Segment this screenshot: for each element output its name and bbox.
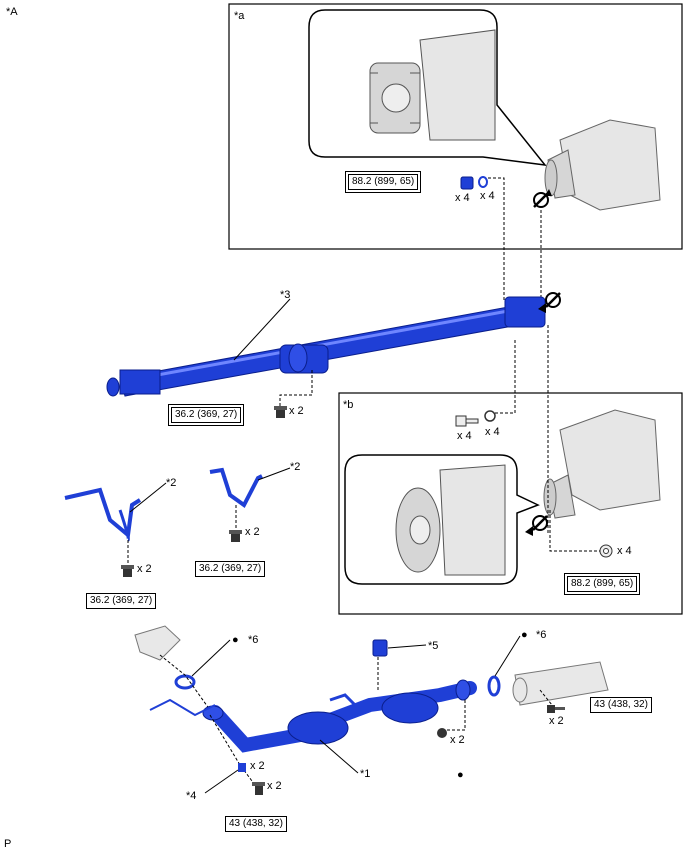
- alignment-mark-a: [533, 189, 552, 208]
- bracket-left-bolt: [121, 565, 134, 577]
- bracket-right-qty: x 2: [245, 526, 260, 538]
- detail-a-frame: [228, 3, 683, 250]
- washer-a: [478, 176, 488, 188]
- exhaust-bolt-left-qty: x 2: [267, 780, 282, 792]
- detail-b-frame: [338, 392, 683, 615]
- bolt-a: [460, 176, 474, 190]
- front-exhaust-pipe-art: [149, 679, 477, 753]
- detail-b-bolt-qty: x 4: [457, 430, 472, 442]
- differential-housing-b: [543, 409, 661, 519]
- bracket-left-art: [64, 487, 142, 542]
- bracket-right-torque: 36.2 (369, 27): [195, 561, 266, 577]
- propeller-shaft-torque: 36.2 (369, 27): [171, 407, 242, 423]
- exhaust-bolt-right: [547, 705, 565, 713]
- detail-b-washer-qty: x 4: [485, 426, 500, 438]
- footer-code: P: [4, 838, 12, 850]
- exhaust-bolt-right-qty: x 2: [549, 715, 564, 727]
- detail-a-bolt-qty: x 4: [455, 192, 470, 204]
- exhaust-nut-bullet: ●: [457, 769, 464, 781]
- compression-spring-4: [238, 763, 246, 772]
- center-bearing-bolt: [274, 406, 287, 418]
- manifold-flange: [134, 625, 181, 661]
- bracket-right-label: *2: [290, 461, 301, 473]
- figure-label: *A: [6, 6, 18, 18]
- detail-b-torque: 88.2 (899, 65): [567, 576, 638, 592]
- propeller-shaft-art: [106, 296, 546, 397]
- propeller-shaft-torque-box: 36.2 (369, 27): [168, 404, 245, 426]
- alignment-mark-shaft: [538, 292, 561, 313]
- bracket-right-art: [209, 467, 263, 508]
- detail-b-torque-box: 88.2 (899, 65): [564, 573, 641, 595]
- bracket-left-torque: 36.2 (369, 27): [86, 593, 157, 609]
- detail-a-torque: 88.2 (899, 65): [348, 174, 419, 190]
- exhaust-torque-right: 43 (438, 32): [590, 697, 652, 713]
- alignment-mark-b: [525, 515, 548, 536]
- tail-pipe: [512, 661, 609, 706]
- bracket-left-qty: x 2: [137, 563, 152, 575]
- bracket-left-label: *2: [166, 477, 177, 489]
- damper-5: [372, 639, 388, 657]
- differential-housing-a: [544, 119, 661, 211]
- detail-a-torque-box: 88.2 (899, 65): [345, 171, 422, 193]
- exhaust-torque-left: 43 (438, 32): [225, 816, 287, 832]
- gasket-left: [174, 674, 196, 690]
- gasket-left-label: *6: [248, 634, 259, 646]
- exhaust-bolt-left: [252, 782, 265, 795]
- differential-flange-a: [369, 29, 496, 141]
- gasket-left-bullet: ●: [232, 634, 239, 646]
- detail-b-label: *b: [343, 399, 354, 411]
- exhaust-nut: [437, 728, 447, 738]
- nut-b: [599, 544, 613, 558]
- damper-label: *5: [428, 640, 439, 652]
- exhaust-nut-qty: x 2: [450, 734, 465, 746]
- gasket-right: [487, 675, 501, 697]
- propeller-shaft-label: *3: [280, 289, 291, 301]
- spring-qty: x 2: [250, 760, 265, 772]
- gasket-right-bullet: ●: [521, 629, 528, 641]
- washer-b: [484, 410, 496, 422]
- gasket-right-label: *6: [536, 629, 547, 641]
- detail-a-label: *a: [234, 10, 245, 22]
- bracket-right-bolt: [229, 530, 242, 542]
- exhaust-pipe-label: *1: [360, 768, 371, 780]
- bolt-b: [455, 415, 479, 427]
- detail-b-nut-qty: x 4: [617, 545, 632, 557]
- differential-flange-b: [395, 464, 506, 576]
- spring-label: *4: [186, 790, 197, 802]
- detail-a-washer-qty: x 4: [480, 190, 495, 202]
- propeller-shaft-qty: x 2: [289, 405, 304, 417]
